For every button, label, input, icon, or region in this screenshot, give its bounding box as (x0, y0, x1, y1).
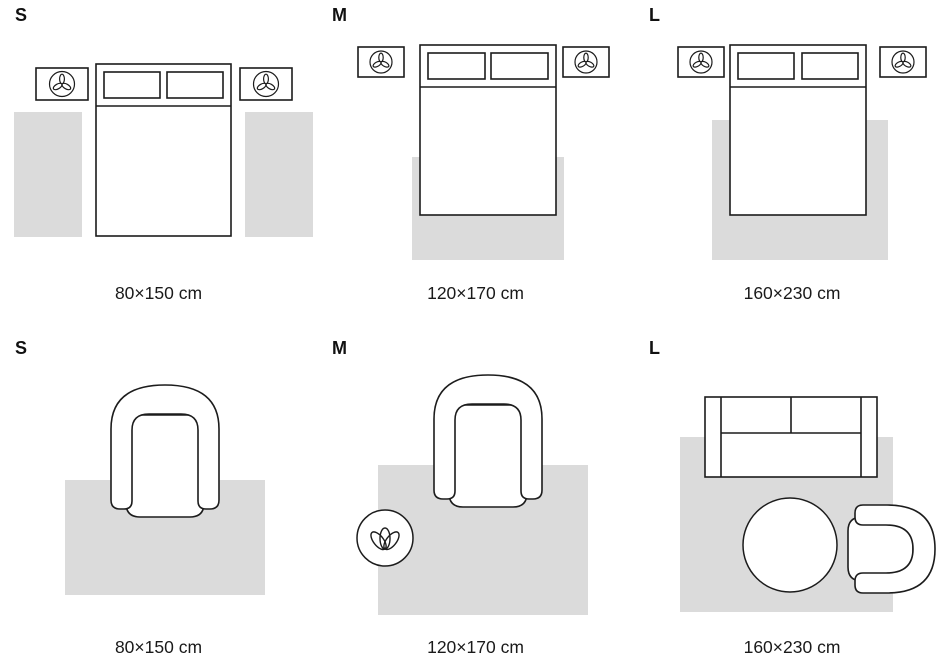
pillow (801, 52, 859, 80)
dimension-label: 80×150 cm (114, 283, 203, 303)
nightstand-right (879, 46, 927, 78)
size-label: M (332, 5, 348, 25)
pillow (427, 52, 486, 80)
dimension-label: 120×170 cm (427, 637, 524, 657)
plant-icon (370, 527, 400, 551)
pillow (103, 71, 161, 99)
armchair (433, 374, 543, 508)
panel-bedroom-small: S 80×150 cm (0, 0, 317, 320)
plant-icon (894, 52, 912, 68)
armchair-back (110, 384, 220, 510)
dimension-label: 160×230 cm (743, 283, 841, 303)
armchair-side (847, 504, 936, 594)
panel-living-large: L 160×230 cm (634, 333, 950, 670)
living-large-diagram (680, 396, 936, 612)
armchair-back (854, 504, 936, 594)
armchair-seat (448, 404, 528, 508)
plant-icon (692, 52, 710, 68)
bed (729, 44, 867, 216)
living-medium-diagram (356, 374, 588, 615)
size-label: L (649, 5, 661, 25)
size-label: M (332, 338, 348, 358)
pillow (490, 52, 549, 80)
bedroom-large-diagram (677, 44, 927, 260)
nightstand-right (239, 67, 293, 101)
nightstand-left (677, 46, 725, 78)
pillow (166, 71, 224, 99)
size-label: L (649, 338, 661, 358)
pillow (737, 52, 795, 80)
panel-living-medium: M 120×170 cm (317, 333, 634, 670)
plant-pot (356, 509, 414, 567)
bedroom-medium-diagram (357, 44, 610, 260)
bed (419, 44, 557, 216)
panel-living-small: S 80×150 cm (0, 333, 317, 670)
living-small-diagram (65, 384, 265, 595)
dimension-label: 80×150 cm (114, 637, 203, 657)
nightstand-right (562, 46, 610, 78)
plant-icon (256, 73, 276, 91)
plant-icon (577, 52, 595, 68)
dimension-label: 160×230 cm (743, 637, 841, 657)
panel-bedroom-medium: M 120×170 cm (317, 0, 634, 320)
rug-right (245, 112, 313, 237)
bedroom-small-diagram (14, 63, 313, 237)
size-label: S (15, 338, 28, 358)
nightstand-left (357, 46, 405, 78)
plant-icon (52, 73, 72, 91)
armchair-seat (125, 414, 205, 518)
nightstand-left (35, 67, 89, 101)
plant-icon (372, 52, 390, 68)
size-label: S (15, 5, 28, 25)
armchair (110, 384, 220, 518)
rug-left (14, 112, 82, 237)
coffee-table (742, 497, 838, 593)
dimension-label: 120×170 cm (427, 283, 524, 303)
sofa (704, 396, 878, 478)
armchair-back (433, 374, 543, 500)
bed (95, 63, 232, 237)
panel-bedroom-large: L 160×230 cm (634, 0, 950, 320)
